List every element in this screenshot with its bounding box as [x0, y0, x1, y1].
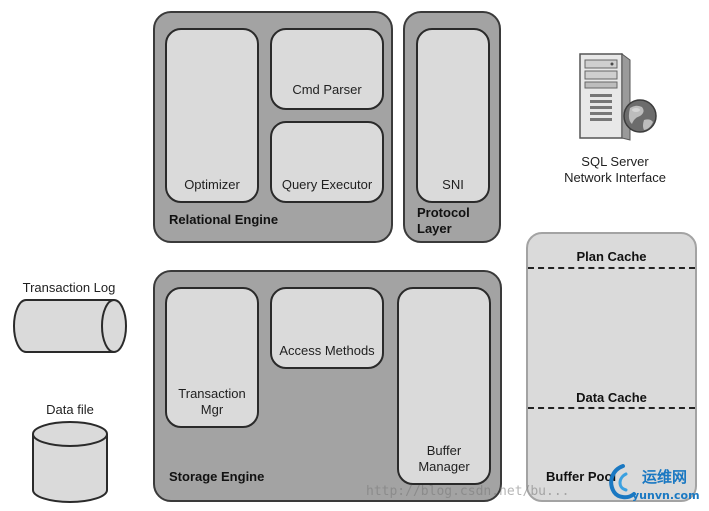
yunvn-logo-swirl-icon [609, 464, 636, 500]
plan-cache-separator [528, 267, 695, 269]
access-methods-label: Access Methods [279, 343, 375, 358]
storage-engine-group: Transaction Mgr Access Methods Buffer Ma… [153, 270, 502, 502]
transaction-mgr-label: Transaction Mgr [178, 386, 246, 417]
transaction-mgr-box: Transaction Mgr [165, 287, 259, 428]
query-executor-box: Query Executor [270, 121, 384, 203]
data-cache-separator [528, 407, 695, 409]
buffer-pool: Plan Cache Data Cache Buffer Pool [526, 232, 697, 502]
database-cylinder-icon [32, 421, 108, 503]
optimizer-box: Optimizer [165, 28, 259, 203]
sql-server-network-interface-label: SQL Server Network Interface [564, 154, 666, 185]
server-globe-icon [579, 53, 657, 141]
protocol-layer-group: SNI Protocol Layer [403, 11, 501, 243]
logo-chinese-text: 运维网 [642, 468, 688, 486]
sni-box: SNI [416, 28, 490, 203]
storage-engine-label: Storage Engine [169, 469, 265, 484]
transaction-log-label: Transaction Log [22, 280, 116, 295]
optimizer-label: Optimizer [184, 177, 240, 192]
access-methods-box: Access Methods [270, 287, 384, 369]
buffer-manager-label: Buffer Manager [418, 443, 470, 474]
relational-engine-label: Relational Engine [169, 212, 279, 227]
log-cylinder-icon [13, 299, 127, 353]
query-executor-label: Query Executor [281, 177, 373, 192]
sni-label: SNI [442, 177, 464, 192]
buffer-manager-box: Buffer Manager [397, 287, 491, 485]
plan-cache-label: Plan Cache [576, 249, 647, 264]
logo-english-text: yunvn.com [632, 489, 700, 502]
watermark-url: http://blog.csdn.net/bu... [366, 484, 570, 499]
relational-engine-group: Optimizer Cmd Parser Query Executor Rela… [153, 11, 393, 243]
data-cache-label: Data Cache [576, 390, 647, 405]
cmd-parser-box: Cmd Parser [270, 28, 384, 110]
protocol-layer-label: Protocol Layer [417, 205, 470, 236]
buffer-pool-label: Buffer Pool [546, 469, 617, 484]
cmd-parser-label: Cmd Parser [292, 82, 362, 97]
data-file-label: Data file [46, 402, 94, 417]
